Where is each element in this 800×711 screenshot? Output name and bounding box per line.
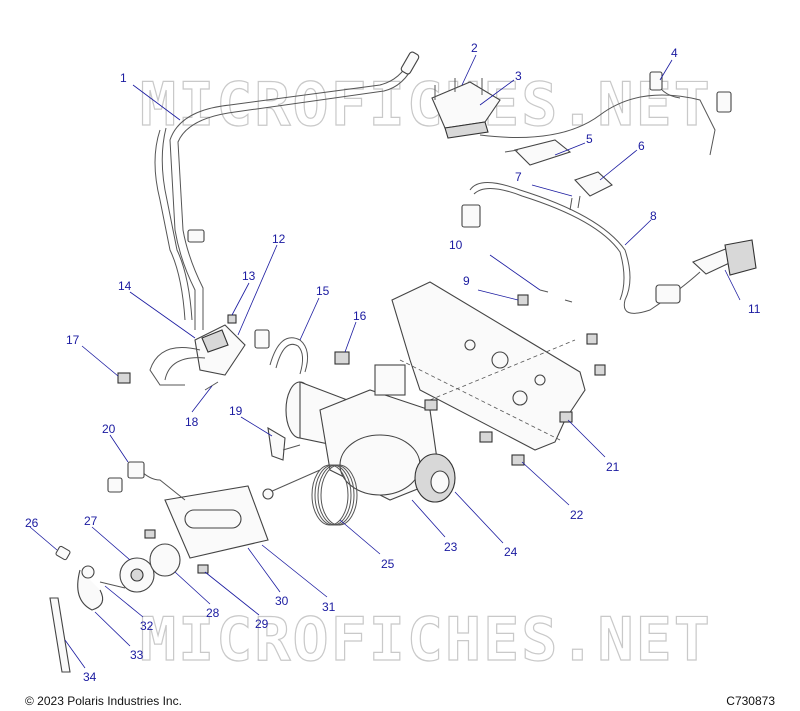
callout-24: 28	[206, 606, 220, 620]
callout-17: 10	[449, 238, 463, 252]
callout-22: 11	[748, 302, 761, 316]
screw-21	[227, 314, 237, 324]
fitting-13	[267, 426, 301, 461]
callout-18: 18	[185, 415, 199, 429]
callout-2: 34	[83, 670, 97, 684]
bracket-7	[574, 171, 613, 197]
callout-26: 7	[515, 170, 522, 184]
pin-4	[99, 581, 126, 589]
callout-20: 17	[66, 333, 80, 347]
callout-12: 15	[316, 284, 330, 298]
bolt-29	[144, 529, 209, 574]
callout-32: 4	[671, 46, 678, 60]
drawing-number: C730873	[726, 694, 775, 708]
callout-10: 23	[444, 540, 458, 554]
harness-25	[107, 461, 186, 501]
callout-1: 33	[130, 648, 144, 662]
callout-3: 26	[25, 516, 39, 530]
strap-2	[49, 597, 71, 673]
callout-4: 32	[140, 619, 154, 633]
bolt-27	[559, 333, 606, 423]
callout-25: 20	[102, 422, 116, 436]
copyright-notice: © 2023 Polaris Industries Inc.	[25, 694, 182, 708]
bolt-20	[117, 372, 131, 384]
relay-6	[504, 139, 572, 166]
callout-23: 27	[84, 514, 98, 528]
callouts: 1 2 3 4 5 6 7 8 10 9 11 12 13 14 15 16 1…	[25, 41, 761, 684]
callout-11: 25	[381, 557, 395, 571]
solenoid-14	[149, 324, 270, 386]
cable-12	[269, 337, 309, 375]
cable-bundle-15	[154, 51, 420, 330]
callout-15: 1	[120, 71, 127, 85]
winch-assembly-9	[285, 364, 456, 503]
screws-17-19	[517, 289, 573, 306]
callout-19: 9	[463, 274, 470, 288]
callout-28: 2	[471, 41, 478, 55]
callout-29: 29	[255, 617, 269, 631]
screws-26	[569, 195, 581, 211]
callout-16: 14	[118, 279, 132, 293]
bolt-31	[424, 399, 525, 466]
callout-33: 30	[275, 594, 289, 608]
callout-30: 16	[353, 309, 367, 323]
cable-coil-11	[262, 464, 358, 526]
pin-3	[55, 545, 71, 561]
stopper-24	[149, 543, 181, 577]
harness-8	[461, 182, 701, 314]
fairlead-34	[164, 485, 269, 559]
harness-32	[479, 71, 732, 156]
callout-6: 5	[586, 132, 593, 146]
mounting-plate-27	[391, 281, 586, 451]
callout-34: 31	[322, 600, 336, 614]
callout-5: 3	[515, 69, 522, 83]
leader-lines	[29, 54, 741, 669]
stopper-23	[119, 557, 155, 593]
callout-27: 21	[606, 460, 620, 474]
hook-1	[77, 565, 104, 611]
callout-14: 12	[272, 232, 286, 246]
callout-31: 22	[570, 508, 584, 522]
callout-9: 24	[504, 545, 518, 559]
control-module-5	[431, 78, 501, 139]
bolt-30	[334, 351, 350, 365]
connector-22	[691, 239, 757, 276]
callout-8: 8	[650, 209, 657, 223]
callout-21: 13	[242, 269, 256, 283]
watermark-bottom: MICROFICHES.NET	[140, 605, 712, 675]
callout-13: 19	[229, 404, 243, 418]
callout-7: 6	[638, 139, 645, 153]
